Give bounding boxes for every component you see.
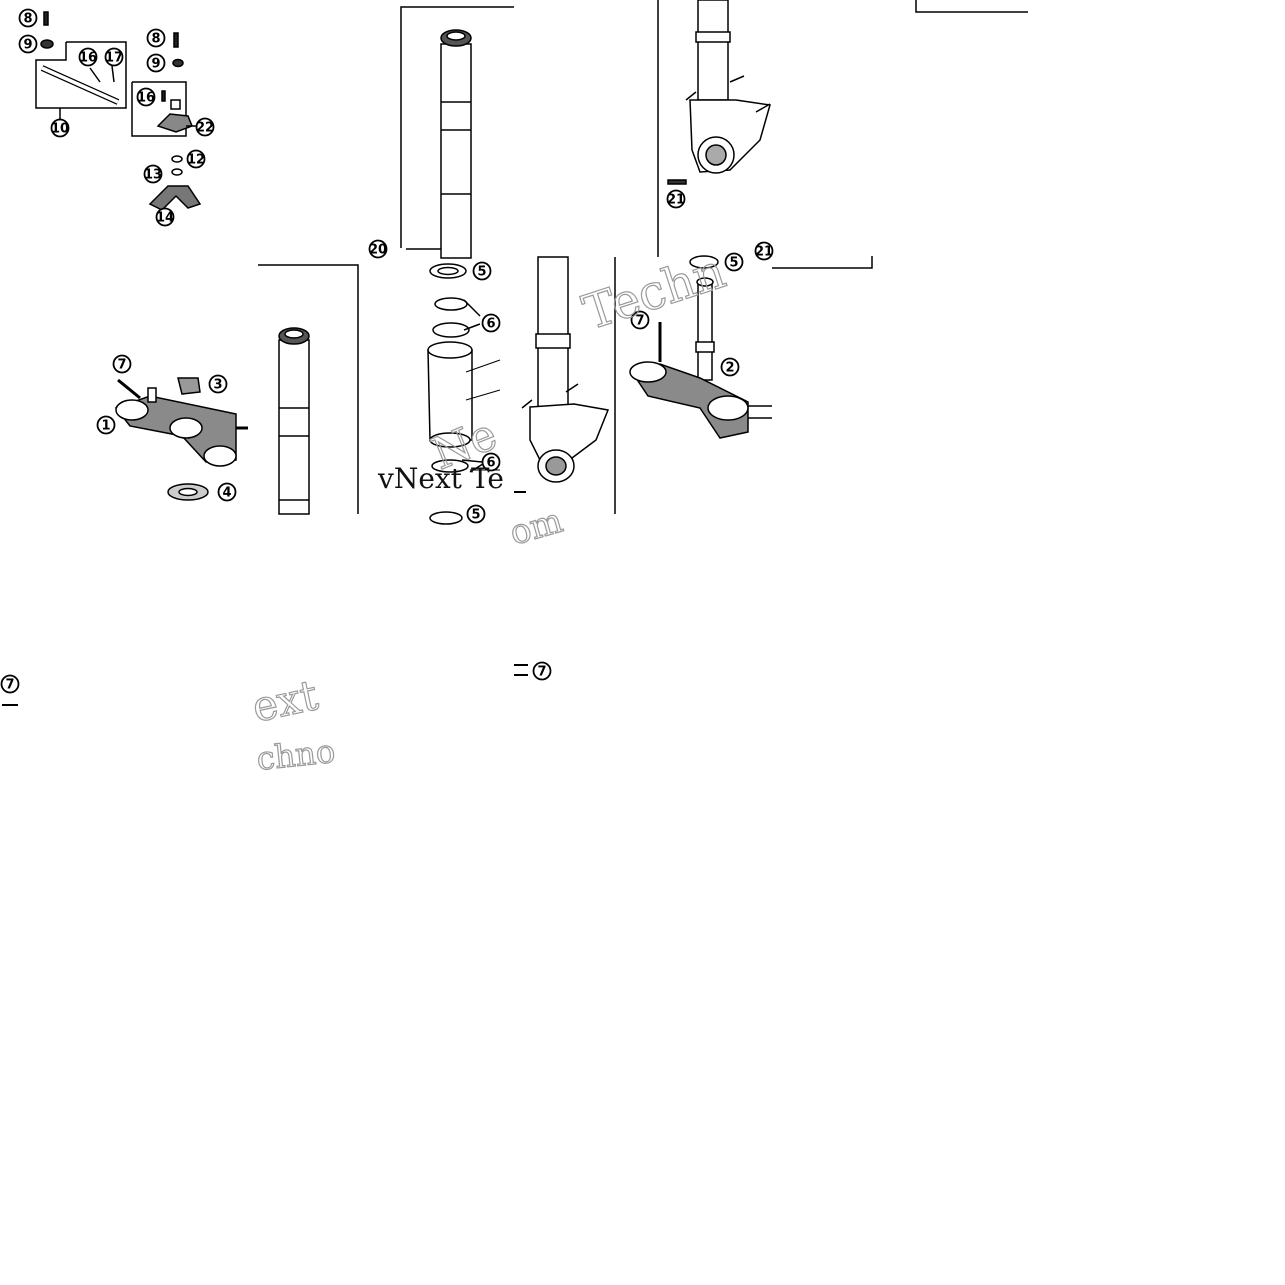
svg-text:10: 10 (51, 122, 69, 137)
callout-7-a: 7 (630, 310, 650, 330)
callout-21-b: 21 (754, 241, 774, 261)
svg-text:22: 22 (196, 121, 214, 136)
callout-markers: 8 9 16 17 10 8 9 16 22 12 13 14 20 21 21… (0, 8, 774, 694)
svg-text:9: 9 (23, 38, 32, 53)
svg-text:5: 5 (471, 508, 480, 523)
svg-text:7: 7 (5, 678, 14, 693)
svg-text:20: 20 (369, 243, 387, 258)
callout-6-b: 6 (481, 452, 501, 472)
svg-text:1: 1 (101, 419, 110, 434)
callout-10: 10 (50, 118, 70, 138)
svg-text:5: 5 (477, 265, 486, 280)
callout-20: 20 (368, 239, 388, 259)
callout-5-b: 5 (724, 252, 744, 272)
callout-6-a: 6 (481, 313, 501, 333)
watermark-om: om (505, 501, 567, 554)
callout-13: 13 (143, 164, 163, 184)
fork-leg-middle (521, 256, 610, 483)
watermark-chno: chno (255, 732, 337, 778)
svg-text:7: 7 (635, 314, 644, 329)
callout-7-b: 7 (112, 354, 132, 374)
svg-text:21: 21 (755, 245, 773, 260)
steering-stem-bearings (427, 263, 501, 525)
washer-9-part (40, 39, 54, 49)
callout-7-c: 7 (0, 674, 20, 694)
svg-text:12: 12 (187, 153, 205, 168)
svg-text:7: 7 (117, 358, 126, 373)
svg-text:13: 13 (144, 168, 162, 183)
svg-text:8: 8 (23, 12, 32, 27)
callout-5-c: 5 (466, 504, 486, 524)
leader-lines (461, 299, 487, 473)
callout-17: 17 (104, 47, 124, 67)
svg-text:14: 14 (156, 211, 174, 226)
svg-text:6: 6 (486, 317, 495, 332)
callout-21-a: 21 (666, 189, 686, 209)
callout-22: 22 (195, 117, 215, 137)
svg-text:6: 6 (486, 456, 495, 471)
fork-leg-right-top (667, 0, 771, 185)
svg-text:16: 16 (137, 91, 155, 106)
small-parts-group (35, 11, 202, 211)
svg-text:3: 3 (213, 378, 222, 393)
callout-9-b: 9 (146, 53, 166, 73)
callout-8-a: 8 (18, 8, 38, 28)
callout-16-a: 16 (78, 47, 98, 67)
svg-text:21: 21 (667, 193, 685, 208)
callout-16-b: 16 (136, 87, 156, 107)
frame-lines (258, 0, 1028, 514)
small-bolts-lower (2, 491, 528, 706)
svg-text:17: 17 (105, 51, 123, 66)
box-part-10 (35, 41, 127, 109)
triple-clamp-upper (114, 377, 248, 501)
svg-text:4: 4 (222, 486, 231, 501)
triple-clamp-lower (629, 255, 772, 439)
callout-5-a: 5 (472, 261, 492, 281)
svg-text:16: 16 (79, 51, 97, 66)
watermark-ext: ext (248, 670, 322, 732)
svg-text:5: 5 (729, 256, 738, 271)
callout-7-d: 7 (532, 661, 552, 681)
callout-8-b: 8 (146, 28, 166, 48)
watermark-vnext: vNext Te (377, 462, 504, 495)
fork-tube-middle-left (278, 327, 310, 515)
callout-14: 14 (155, 207, 175, 227)
callout-2: 2 (720, 357, 740, 377)
svg-text:2: 2 (725, 361, 734, 376)
callout-3: 3 (208, 374, 228, 394)
fork-tube-upper (406, 29, 472, 259)
callout-9-a: 9 (18, 34, 38, 54)
svg-text:8: 8 (151, 32, 160, 47)
svg-text:9: 9 (151, 57, 160, 72)
callout-4: 4 (217, 482, 237, 502)
callout-1: 1 (96, 415, 116, 435)
svg-text:7: 7 (537, 665, 546, 680)
callout-12: 12 (186, 149, 206, 169)
bolt-8-part (43, 11, 49, 26)
box-part-22 (131, 81, 187, 137)
